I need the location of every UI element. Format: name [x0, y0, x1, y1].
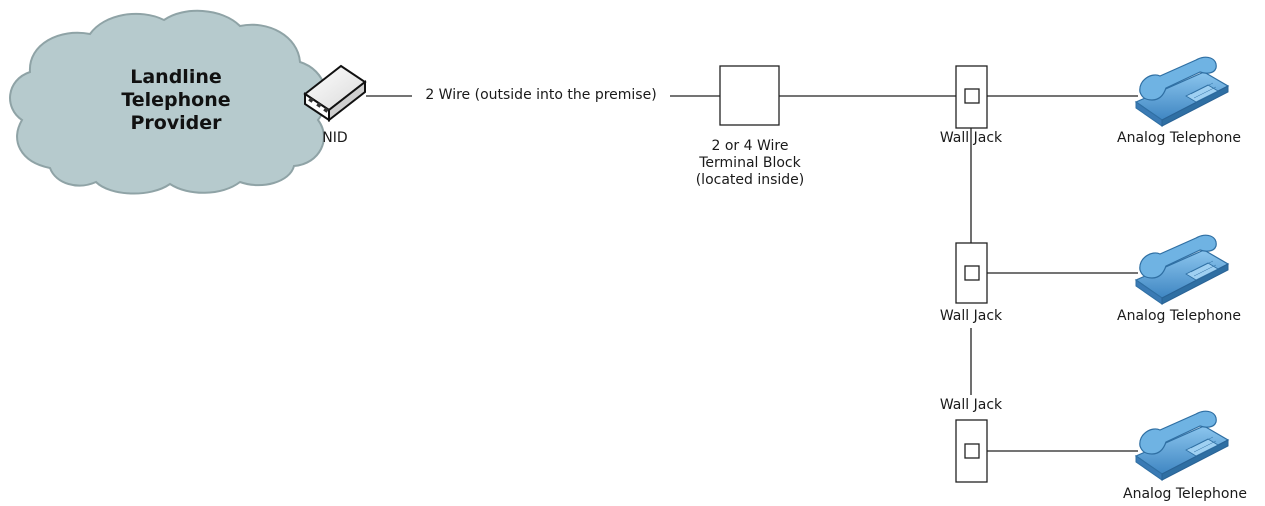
- wall-jack-label: Wall Jack: [939, 130, 1003, 146]
- nid-device-icon: [303, 64, 367, 123]
- telephone-icon: [1135, 234, 1229, 305]
- telephone-icon: [1135, 410, 1229, 481]
- cloud-icon: [9, 9, 328, 195]
- wall-jack-label: Wall Jack: [939, 397, 1003, 413]
- nid-label: NID: [322, 130, 348, 146]
- wall-jack-icon: [955, 65, 988, 129]
- connection-lines: [366, 95, 1138, 452]
- terminal-block-icon: [719, 65, 780, 126]
- telephone-label: Analog Telephone: [1117, 308, 1241, 324]
- telephone-label: Analog Telephone: [1117, 130, 1241, 146]
- terminal-block-label: 2 or 4 Wire Terminal Block (located insi…: [695, 138, 805, 188]
- telephone-icon: [1135, 56, 1229, 127]
- wall-jack-icon: [955, 242, 988, 304]
- wall-jack-icon: [955, 419, 988, 483]
- wire-label: 2 Wire (outside into the premise): [425, 87, 657, 103]
- telephone-label: Analog Telephone: [1123, 486, 1247, 502]
- wall-jack-label: Wall Jack: [939, 308, 1003, 324]
- provider-label: Landline Telephone Provider: [121, 66, 231, 134]
